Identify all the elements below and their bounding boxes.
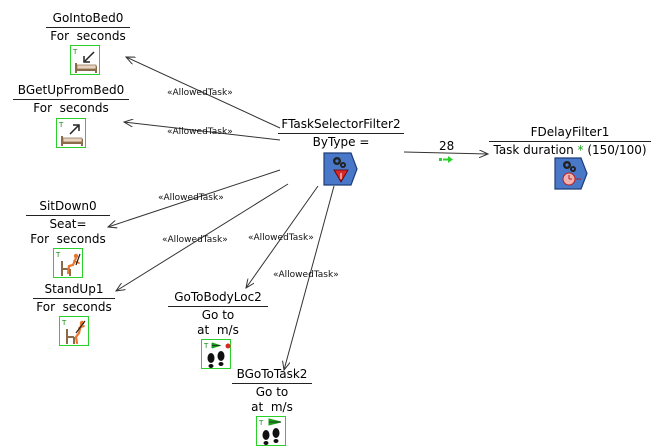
node-param: For seconds xyxy=(30,232,106,246)
footsteps-task-icon[interactable]: T xyxy=(256,416,286,446)
svg-text:T: T xyxy=(203,342,209,350)
edge-to-delayfilter xyxy=(403,152,488,154)
link-value: 28 xyxy=(439,139,455,153)
param-prefix: Task duration xyxy=(493,143,578,157)
node-title: BGetUpFromBed0 xyxy=(17,83,125,97)
node-param: For seconds xyxy=(33,101,109,115)
node-gotobodyloc[interactable]: GoToBodyLoc2 Go to at m/s xyxy=(168,290,268,338)
svg-text:T: T xyxy=(258,419,264,427)
node-title: BGoToTask2 xyxy=(236,367,308,381)
connector-glyph[interactable] xyxy=(439,156,453,163)
node-title: FTaskSelectorFilter2 xyxy=(281,117,401,131)
param-suffix: (150/100) xyxy=(583,143,647,157)
node-param: Go to xyxy=(201,308,235,322)
edge-to-gointobed xyxy=(126,57,281,129)
node-gointobed[interactable]: GoIntoBed0 For seconds xyxy=(46,11,130,44)
edge-label-sitdown: «AllowedTask» xyxy=(158,193,224,203)
divider xyxy=(278,133,404,134)
divider xyxy=(46,27,130,28)
node-title: StandUp1 xyxy=(44,282,104,296)
node-param: For seconds xyxy=(36,300,112,314)
footsteps-body-icon[interactable]: T xyxy=(201,339,231,369)
divider xyxy=(33,298,115,299)
edge-label-getupfrombed: «AllowedTask» xyxy=(167,127,233,137)
node-title: SitDown0 xyxy=(39,199,97,213)
bed-exit-icon[interactable]: T xyxy=(56,118,86,148)
node-param: at m/s xyxy=(251,400,293,414)
node-gototask[interactable]: BGoToTask2 Go to at m/s xyxy=(232,367,312,415)
divider xyxy=(232,383,312,384)
node-title: GoIntoBed0 xyxy=(52,11,124,25)
node-taskselector[interactable]: FTaskSelectorFilter2 ByType = xyxy=(278,117,404,150)
filter-selector-icon[interactable] xyxy=(323,152,358,186)
node-sitdown[interactable]: SitDown0 Seat= For seconds xyxy=(26,199,110,247)
node-title: FDelayFilter1 xyxy=(530,125,610,139)
svg-text:T: T xyxy=(58,121,64,129)
edge-to-gotobodyloc xyxy=(246,185,319,288)
edge-label-gotobodyloc: «AllowedTask» xyxy=(248,233,314,243)
filter-delay-icon[interactable] xyxy=(554,157,588,190)
svg-text:T: T xyxy=(55,251,61,259)
divider xyxy=(168,306,268,307)
edge-to-sitdown xyxy=(108,169,281,227)
node-param: For seconds xyxy=(50,29,126,43)
stand-up-icon[interactable]: T xyxy=(59,316,89,346)
svg-text:T: T xyxy=(72,48,78,56)
edge-label-gototask: «AllowedTask» xyxy=(273,270,339,280)
edge-label-gointobed: «AllowedTask» xyxy=(167,88,233,98)
node-param: Go to xyxy=(255,385,289,399)
node-standup[interactable]: StandUp1 For seconds xyxy=(33,282,115,315)
edge-to-standup xyxy=(116,183,289,291)
node-param: Seat= xyxy=(49,217,87,231)
node-title: GoToBodyLoc2 xyxy=(174,290,262,304)
svg-text:T: T xyxy=(61,319,67,327)
bed-enter-icon[interactable]: T xyxy=(70,45,100,75)
sit-down-icon[interactable]: T xyxy=(53,248,83,278)
divider xyxy=(26,215,110,216)
divider xyxy=(489,141,651,142)
divider xyxy=(13,99,129,100)
node-param: at m/s xyxy=(197,323,239,337)
node-param: Task duration * (150/100) xyxy=(489,143,651,158)
node-getupfrombed[interactable]: BGetUpFromBed0 For seconds xyxy=(13,83,129,116)
edge-to-gototask xyxy=(284,185,335,370)
node-param: ByType = xyxy=(312,135,370,149)
edge-label-standup: «AllowedTask» xyxy=(162,235,228,245)
param-star: * xyxy=(577,143,584,157)
edge-to-getupfrombed xyxy=(124,122,281,141)
node-delayfilter[interactable]: FDelayFilter1 Task duration * (150/100) xyxy=(489,125,651,158)
